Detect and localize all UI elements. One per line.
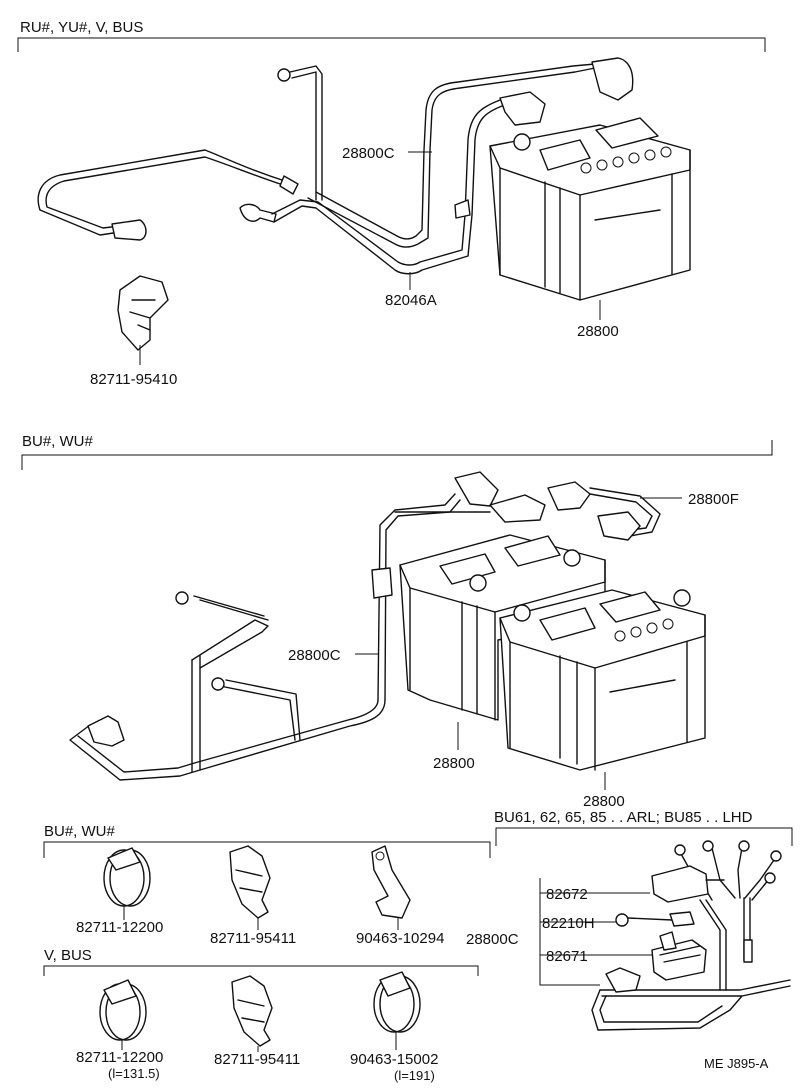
clamp-82711-12200 xyxy=(103,847,151,920)
figure-code: ME J895-A xyxy=(704,1056,769,1071)
label-82671: 82671 xyxy=(546,948,588,965)
label-82672: 82672 xyxy=(546,886,588,903)
harness-assembly xyxy=(591,840,791,1031)
label-28800f: 28800F xyxy=(688,491,739,508)
clamp-82711-95411-b xyxy=(231,975,273,1052)
label-28800c-mid: 28800C xyxy=(288,647,341,664)
label-28800-mid-1: 28800 xyxy=(433,755,475,772)
top-battery xyxy=(489,117,691,301)
label-82210h: 82210H xyxy=(542,915,595,932)
label-82711-95411-b: 82711-95411 xyxy=(214,1051,300,1068)
label-90463-15002-note: (l=191) xyxy=(394,1068,435,1083)
terminal-cap xyxy=(591,57,634,101)
label-82711-12200-b: 82711-12200 xyxy=(76,1049,163,1066)
clamp-90463-10294 xyxy=(371,845,411,930)
bottom-right-header: BU61, 62, 65, 85 . . ARL; BU85 . . LHD xyxy=(494,809,753,826)
middle-section: BU#, WU# 28800F xyxy=(21,433,773,810)
terminal-boot xyxy=(87,715,125,747)
cable-82046a xyxy=(239,91,546,275)
bottom-right-bracket xyxy=(495,827,793,846)
ring-terminal xyxy=(111,219,147,241)
terminal-cover xyxy=(595,117,659,149)
label-28800c-harness: 28800C xyxy=(466,931,519,948)
label-82046a: 82046A xyxy=(385,292,437,309)
label-28800c-top: 28800C xyxy=(342,145,395,162)
clamp-82711-12200-b xyxy=(99,979,147,1050)
bottom-left-bracket-1 xyxy=(43,841,491,858)
top-section-header: RU#, YU#, V, BUS xyxy=(20,19,143,36)
group-bracket xyxy=(539,878,600,986)
mid-positive-cable xyxy=(371,471,546,701)
bottom-left-bracket-2 xyxy=(43,965,479,976)
label-28800-top: 28800 xyxy=(577,323,619,340)
top-section: RU#, YU#, V, BUS xyxy=(17,19,766,388)
bottom-left-section: BU#, WU# 82711-12200 82711-95411 90463-1… xyxy=(43,823,491,1083)
label-82711-95411-a: 82711-95411 xyxy=(210,930,296,947)
middle-section-bracket xyxy=(21,440,773,470)
terminal-boot xyxy=(605,967,641,993)
ring-terminal xyxy=(211,677,225,691)
clamp-82711-95411-a xyxy=(229,845,271,930)
clamp-82711-95410 xyxy=(117,275,169,365)
label-82711-12200-a: 82711-12200 xyxy=(76,919,163,936)
ring-terminal xyxy=(175,591,189,605)
clamp-90463-15002 xyxy=(373,971,421,1050)
bottom-right-section: BU61, 62, 65, 85 . . ARL; BU85 . . LHD xyxy=(466,809,793,1071)
label-90463-10294: 90463-10294 xyxy=(356,930,444,947)
label-82711-95410: 82711-95410 xyxy=(90,371,177,388)
mid-battery-2 xyxy=(499,589,706,771)
ring-terminal xyxy=(239,203,277,223)
relay-82672 xyxy=(651,865,709,903)
bottom-left-header-2: V, BUS xyxy=(44,947,92,964)
top-vertical-cable xyxy=(277,65,323,201)
label-28800-mid-2: 28800 xyxy=(583,793,625,810)
cable-28800c xyxy=(307,57,634,248)
label-82711-12200-b-note: (l=131.5) xyxy=(108,1066,160,1081)
bottom-left-header-1: BU#, WU# xyxy=(44,823,116,840)
mid-ground-loop xyxy=(69,591,386,781)
middle-section-header: BU#, WU# xyxy=(22,433,94,450)
cable-28800f xyxy=(547,481,661,541)
top-section-bracket xyxy=(17,37,766,52)
label-90463-15002: 90463-15002 xyxy=(350,1051,438,1068)
top-ground-cable xyxy=(37,149,299,241)
